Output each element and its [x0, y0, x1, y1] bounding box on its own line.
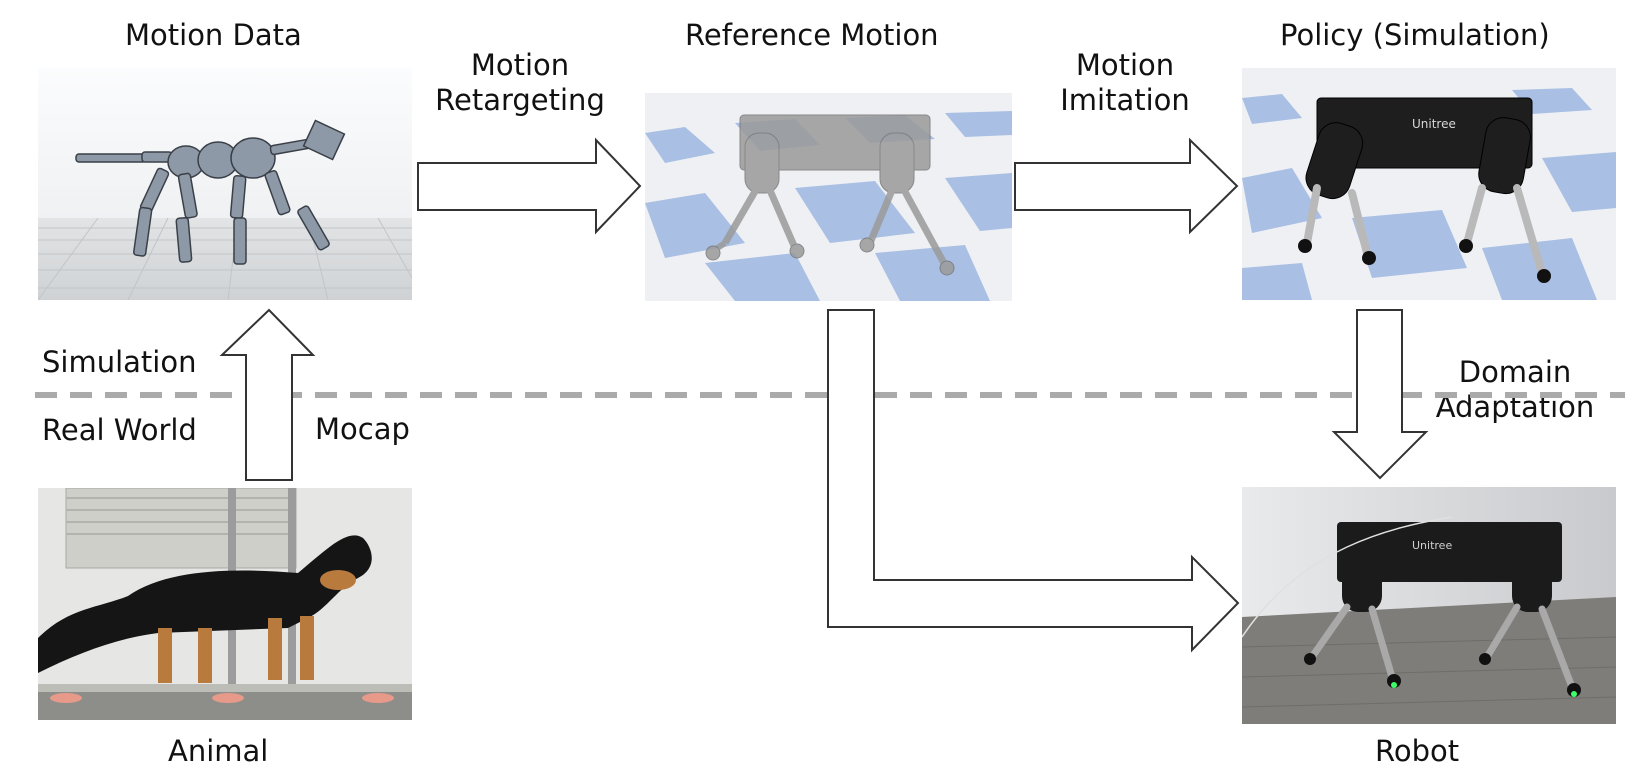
simulation-region-label: Simulation — [42, 345, 197, 379]
robot-scene: Unitree — [1242, 487, 1616, 724]
real-world-region-label: Real World — [42, 413, 197, 447]
imitation-label-line1: Motion — [1075, 48, 1175, 82]
mocap-label: Mocap — [315, 412, 410, 446]
retargeting-arrow — [417, 137, 642, 235]
policy-simulation-image: Unitree — [1242, 68, 1616, 300]
animal-image — [38, 488, 412, 720]
policy-scene: Unitree — [1242, 68, 1616, 300]
motion-data-image — [38, 68, 412, 300]
domain-adaptation-arrow — [1331, 309, 1429, 480]
domain-adaptation-label: Domain Adaptation — [1430, 355, 1600, 425]
imitation-arrow — [1014, 137, 1239, 235]
robot-title: Robot — [1375, 734, 1460, 768]
reference-to-robot-arrow — [827, 309, 1240, 653]
retargeting-label: Motion Retargeting — [435, 48, 605, 118]
policy-title: Policy (Simulation) — [1280, 18, 1550, 52]
animal-title: Animal — [168, 734, 269, 768]
policy-robot-logo: Unitree — [1412, 117, 1456, 131]
reference-motion-image — [645, 93, 1012, 301]
mocap-arrow — [219, 308, 316, 481]
retargeting-label-line1: Motion — [470, 48, 570, 82]
animal-scene — [38, 488, 412, 720]
imitation-label-line2: Imitation — [1060, 82, 1190, 117]
skeleton-illustration — [38, 68, 412, 300]
reference-motion-title: Reference Motion — [685, 18, 939, 52]
reference-motion-scene — [645, 93, 1012, 301]
robot-image: Unitree — [1242, 487, 1616, 724]
real-robot-logo: Unitree — [1412, 539, 1452, 552]
imitation-label: Motion Imitation — [1040, 48, 1210, 118]
retargeting-label-line2: Retargeting — [435, 82, 605, 117]
domain-adaptation-line1: Domain — [1458, 355, 1572, 389]
motion-data-title: Motion Data — [125, 18, 302, 52]
